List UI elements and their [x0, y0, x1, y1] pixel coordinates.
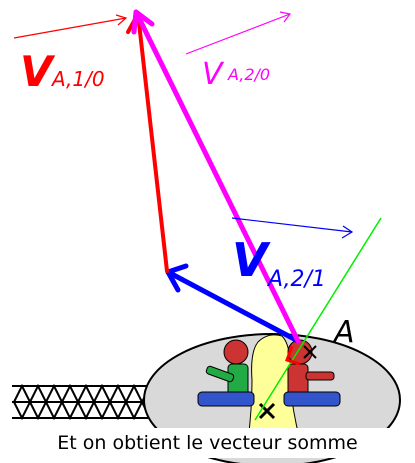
- vector-v-a10: [126, 12, 169, 273]
- label-v-a21-subscript: A,2/1: [266, 267, 326, 292]
- vector-v-a20: [131, 9, 301, 344]
- label-v-a10-letter: V: [20, 47, 56, 96]
- label-v-a21-letter: V: [232, 233, 271, 287]
- point-a-marker: [303, 345, 317, 359]
- caption: Et on obtient le vecteur somme: [0, 428, 415, 458]
- label-overarrow-a21: [231, 217, 354, 239]
- right-angle-marker: [285, 345, 301, 366]
- label-overarrow-a20: [185, 11, 292, 55]
- label-point-a: A: [332, 315, 355, 350]
- label-v-a10: VA,1/0: [20, 47, 105, 96]
- label-v-a20-subscript: A,2/0: [227, 65, 270, 84]
- label-v-a21: VA,2/1: [232, 233, 326, 292]
- green-direction-line: [254, 217, 382, 421]
- passenger-left: [197, 339, 255, 407]
- rotation-center-cross: [258, 402, 276, 420]
- label-v-a10-subscript: A,1/0: [50, 67, 105, 91]
- label-v-a20-letter: V: [202, 57, 225, 92]
- label-overarrow-a10: [13, 14, 128, 39]
